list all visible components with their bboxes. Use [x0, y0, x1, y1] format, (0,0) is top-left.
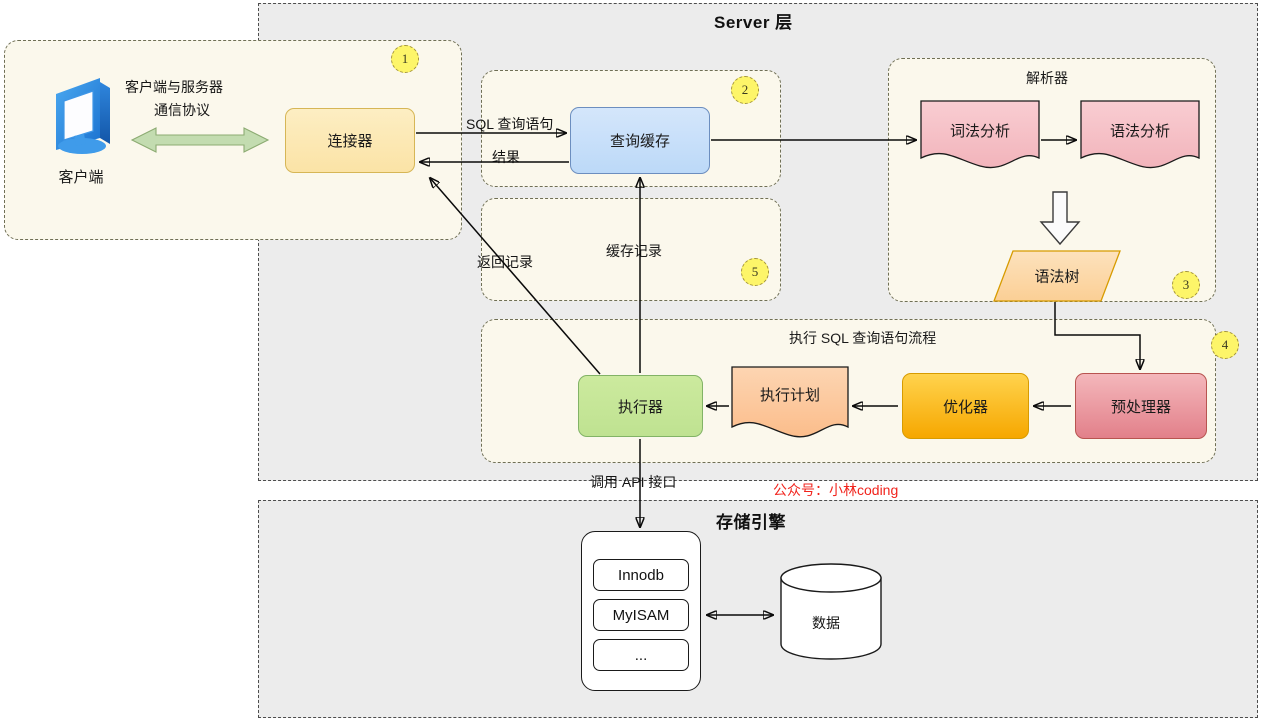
badge-2: 2: [731, 76, 759, 104]
executor-node[interactable]: 执行器: [578, 375, 703, 437]
execution-plan-node[interactable]: 执行计划: [731, 366, 849, 442]
database-cylinder-icon: [779, 562, 883, 660]
watermark-text: 公众号：小林coding: [773, 482, 899, 498]
lexical-analysis-label: 词法分析: [949, 123, 1010, 140]
protocol-label-line2: 通信协议: [154, 102, 210, 118]
badge-4: 4: [1211, 331, 1239, 359]
badge-5: 5: [741, 258, 769, 286]
protocol-double-arrow: [130, 122, 270, 158]
syntax-tree-node[interactable]: 语法树: [993, 250, 1121, 302]
exec-flow-title: 执行 SQL 查询语句流程: [789, 330, 937, 346]
syntax-analysis-node[interactable]: 语法分析: [1080, 100, 1200, 172]
optimizer-node[interactable]: 优化器: [902, 373, 1029, 439]
preprocessor-node[interactable]: 预处理器: [1075, 373, 1207, 439]
result-label: 结果: [492, 149, 520, 165]
syntax-tree-label: 语法树: [1034, 268, 1080, 286]
client-label: 客户端: [58, 169, 104, 186]
execution-plan-label: 执行计划: [759, 387, 820, 404]
connector-node[interactable]: 连接器: [285, 108, 415, 173]
badge-1: 1: [391, 45, 419, 73]
cache-record-title: 缓存记录: [606, 243, 662, 259]
protocol-label-line1: 客户端与服务器: [125, 79, 223, 95]
engine-item-innodb[interactable]: Innodb: [593, 559, 689, 591]
badge-3: 3: [1172, 271, 1200, 299]
server-layer-title: Server 层: [714, 13, 793, 32]
syntax-analysis-label: 语法分析: [1109, 123, 1170, 140]
api-call-label: 调用 API 接口: [590, 474, 677, 490]
engine-item-more[interactable]: ...: [593, 639, 689, 671]
sql-query-label: SQL 查询语句: [466, 116, 554, 132]
query-cache-node[interactable]: 查询缓存: [570, 107, 710, 174]
client-monitor-icon: [44, 76, 118, 158]
data-label: 数据: [812, 615, 840, 631]
lexical-analysis-node[interactable]: 词法分析: [920, 100, 1040, 172]
return-record-label: 返回记录: [477, 254, 533, 270]
parser-down-arrow-icon: [1038, 190, 1082, 246]
parser-title: 解析器: [1026, 70, 1068, 86]
storage-layer: [258, 500, 1258, 718]
storage-layer-title: 存储引擎: [716, 513, 786, 532]
engine-item-myisam[interactable]: MyISAM: [593, 599, 689, 631]
